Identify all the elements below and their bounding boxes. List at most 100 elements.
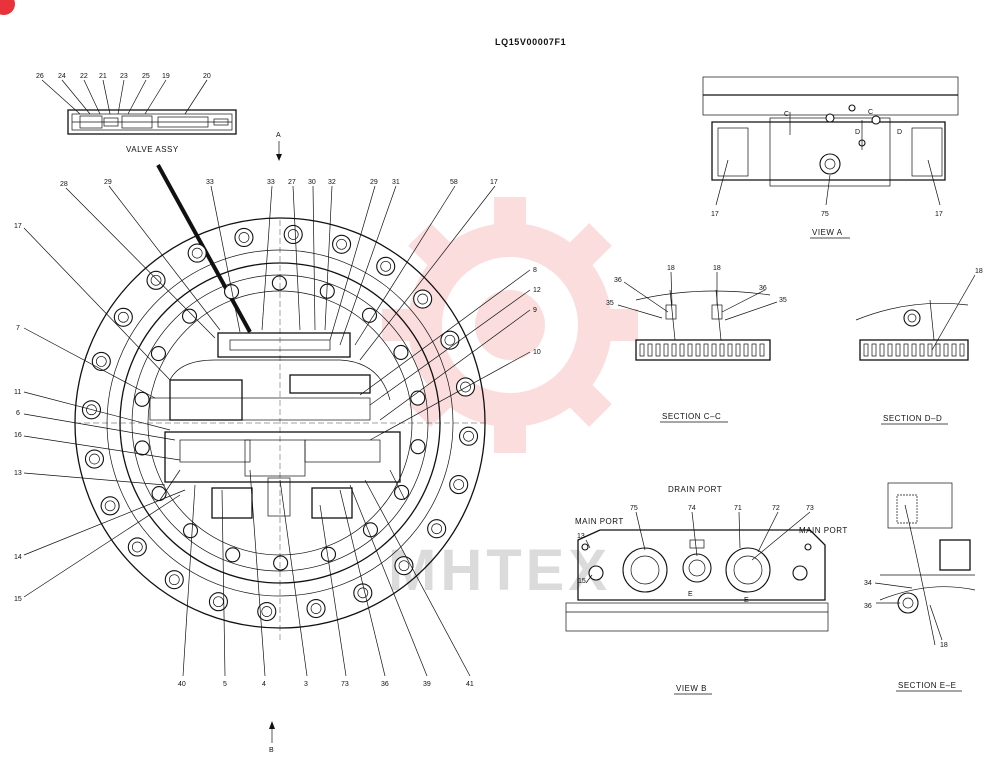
- section-cc-callout: 35: [779, 297, 787, 304]
- main-left-callout: 11: [14, 389, 21, 396]
- main-bottom-callout: 3: [304, 681, 308, 688]
- main-top-leader: [329, 185, 376, 341]
- view-b-callout: 72: [772, 505, 780, 512]
- view-a-letter-d1: D: [855, 129, 860, 136]
- view-a-caption: VIEW A: [812, 228, 843, 237]
- main-bottom-callout: 36: [381, 681, 389, 688]
- main-bottom-leader: [279, 479, 308, 677]
- main-top-leader: [359, 185, 496, 361]
- bolt-hole: [413, 289, 433, 309]
- view-b-letter-e1: E: [688, 591, 693, 598]
- bolt-hole: [332, 234, 352, 254]
- view-a-letter-c2: C: [868, 109, 873, 116]
- view-b-callout: 13: [577, 533, 585, 540]
- view-a-callout: 75: [821, 211, 829, 218]
- bolt-hole: [223, 284, 240, 300]
- main-top-callout: 58: [450, 179, 458, 186]
- view-b-caption: VIEW B: [676, 684, 707, 693]
- bolt-hole: [410, 439, 426, 455]
- valve-leader: [117, 79, 125, 115]
- view-b-leader: [738, 511, 741, 549]
- valve-leader: [127, 79, 147, 115]
- main-left-leader: [23, 435, 181, 461]
- section-cc-callout: 36: [759, 285, 767, 292]
- view-b-callout: 73: [806, 505, 814, 512]
- bolt-hole: [361, 307, 378, 323]
- main-left-callout: 14: [14, 554, 22, 561]
- section-dd-drawing: [855, 299, 969, 361]
- main-left-leader: [23, 391, 171, 431]
- view-b-callout: 74: [688, 505, 696, 512]
- main-left-callout: 6: [16, 410, 20, 417]
- bolt-hole: [100, 496, 120, 516]
- main-left-leader: [23, 327, 156, 399]
- main-top-leader: [339, 185, 397, 346]
- main-bottom-callout: 5: [223, 681, 227, 688]
- view-a-letter-c1: C: [784, 111, 789, 118]
- main-top-leader: [210, 185, 241, 333]
- main-top-leader: [324, 185, 333, 331]
- main-left-leader: [23, 494, 181, 598]
- main-left-callout: 7: [16, 325, 20, 332]
- main-left-leader: [23, 472, 166, 486]
- view-b-leader: [751, 511, 811, 561]
- main-top-callout: 29: [370, 179, 378, 186]
- main-top-leader: [354, 185, 456, 346]
- main-top-callout: 28: [60, 181, 68, 188]
- main-top-callout: 33: [206, 179, 214, 186]
- bolt-hole: [257, 601, 277, 622]
- view-b-leader: [757, 511, 779, 553]
- bolt-hole: [187, 243, 207, 263]
- bolt-hole: [283, 224, 303, 245]
- section-ee-drawing: [879, 482, 976, 646]
- bolt-hole: [394, 556, 414, 576]
- view-a-leader: [927, 159, 941, 206]
- view-a-leader: [825, 174, 831, 206]
- main-top-callout: 30: [308, 179, 316, 186]
- bolt-hole: [164, 570, 184, 590]
- main-top-leader: [261, 185, 273, 331]
- main-left-callout: 17: [14, 223, 22, 230]
- main-left-callout: 13: [14, 470, 22, 477]
- bolt-hole: [427, 519, 447, 539]
- valve-leader: [102, 79, 111, 115]
- valve-callout: 22: [80, 73, 88, 80]
- bolt-hole: [182, 523, 199, 539]
- view-b-main-port-left: MAIN PORT: [575, 517, 624, 526]
- section-cc-leader: [670, 271, 673, 306]
- corner-badge: [0, 0, 15, 15]
- view-b-leader: [691, 511, 698, 557]
- view-b-letter-e2: E: [744, 597, 749, 604]
- section-dd-callout: 18: [975, 268, 983, 275]
- main-left-leader: [23, 413, 176, 441]
- view-b-callout: 75: [630, 505, 638, 512]
- section-cc-leader: [617, 304, 663, 319]
- valve-leader: [144, 79, 167, 115]
- section-cc-callout: 35: [606, 300, 614, 307]
- bolt-hole: [127, 537, 147, 557]
- section-ee-caption: SECTION E–E: [898, 681, 956, 690]
- bolt-hole: [393, 344, 409, 361]
- valve-assy-caption: VALVE ASSY: [126, 145, 179, 154]
- bolt-hole: [376, 256, 396, 276]
- main-top-callout: 17: [490, 179, 498, 186]
- main-right-callout: 12: [533, 287, 541, 294]
- bolt-hole: [134, 391, 150, 407]
- view-b-leader: [585, 574, 593, 584]
- main-top-leader: [312, 185, 316, 331]
- section-cc-callout: 18: [667, 265, 675, 272]
- view-arrow-b: B: [269, 721, 275, 754]
- valve-leader: [41, 79, 81, 115]
- main-top-callout: 29: [104, 179, 112, 186]
- section-ee-callout: 34: [864, 580, 872, 587]
- main-bottom-leader: [182, 484, 196, 677]
- view-b-callout: 15: [578, 578, 586, 585]
- section-cc-callout: 36: [614, 277, 622, 284]
- view-b-leader: [635, 511, 646, 551]
- main-right-callout: 10: [533, 349, 541, 356]
- main-bottom-leader: [249, 469, 266, 677]
- main-top-leader: [65, 187, 216, 339]
- bolt-hole: [449, 475, 469, 495]
